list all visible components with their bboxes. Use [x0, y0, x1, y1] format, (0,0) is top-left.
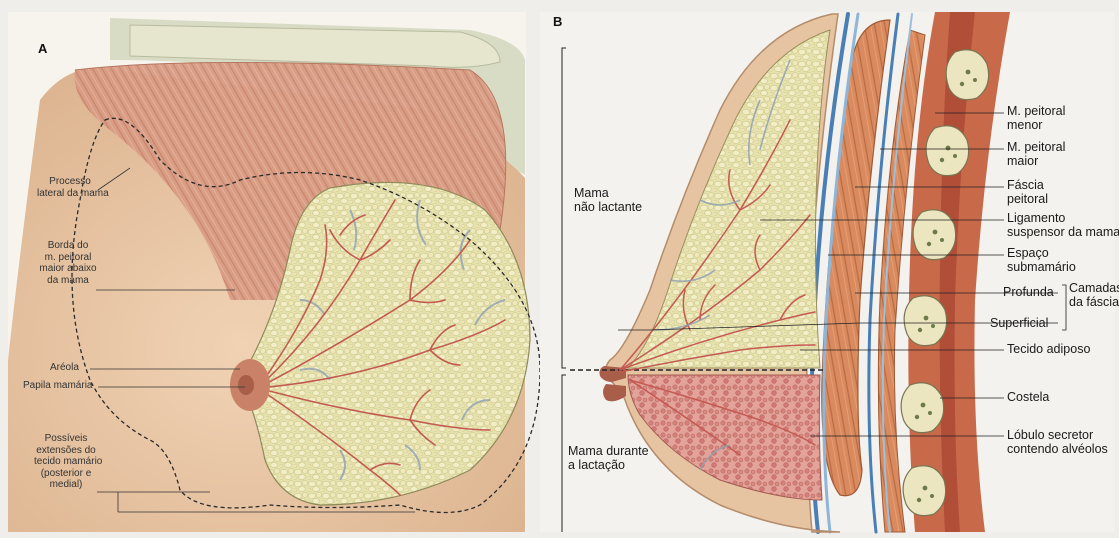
label-borda-peitoral: Borda do m. peitoral maior abaixo da mam…	[37, 240, 99, 286]
label-areola: Aréola	[50, 362, 79, 374]
label-extensoes: Possíveis extensões do tecido mamário (p…	[34, 433, 98, 491]
label-profunda: Profunda	[1003, 285, 1054, 299]
panel-a-letter: A	[38, 41, 47, 56]
label-peitoral-menor: M. peitoral menor	[1007, 104, 1065, 133]
label-fascia-peitoral: Fáscia peitoral	[1007, 178, 1048, 207]
label-ligamento-suspensor: Ligamento suspensor da mama	[1007, 211, 1119, 240]
label-espaco-submamario: Espaço submamário	[1007, 246, 1076, 275]
label-lobulo-secretor: Lóbulo secretor contendo alvéolos	[1007, 428, 1108, 457]
label-mama-nao-lactante: Mama não lactante	[574, 186, 642, 215]
label-costela: Costela	[1007, 390, 1049, 404]
label-tecido-adiposo: Tecido adiposo	[1007, 342, 1090, 356]
label-mama-lactacao: Mama durante a lactação	[568, 444, 649, 473]
panel-b-letter: B	[553, 14, 562, 29]
label-papila: Papila mamária	[23, 380, 92, 392]
label-superficial: Superficial	[990, 316, 1048, 330]
label-processo-lateral: Processo lateral da mama	[37, 176, 103, 199]
label-peitoral-maior: M. peitoral maior	[1007, 140, 1065, 169]
label-camadas-fascia: Camadas da fáscia	[1069, 281, 1119, 310]
